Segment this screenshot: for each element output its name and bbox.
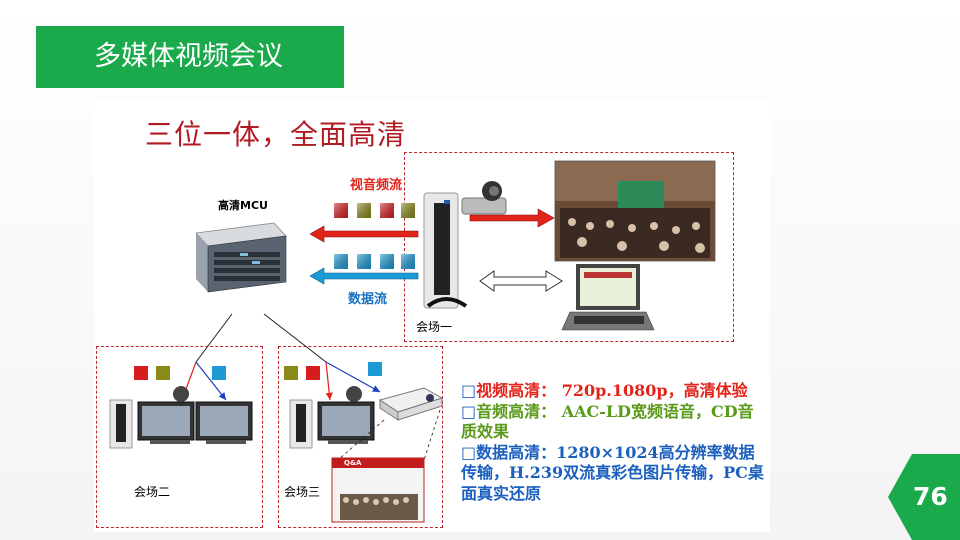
data-flow-label: 数据流 <box>348 288 387 307</box>
feature-audio: □音频高清： AAC-LD宽频语音，CD音质效果 <box>461 402 766 443</box>
mcu-label: 高清MCU <box>218 197 268 213</box>
venue1-camera-icon <box>462 181 506 214</box>
feature-video: □视频高清： 720p.1080p，高清体验 <box>461 381 766 402</box>
qa-sign-text: Q&A <box>344 459 361 467</box>
venue2-label: 会场二 <box>134 483 170 500</box>
venue2-equipment <box>110 362 252 448</box>
venue3-equipment <box>284 362 442 460</box>
av-flow-arrow <box>310 226 418 242</box>
venue1-label: 会场一 <box>416 318 452 335</box>
feature-bullet: □ <box>461 381 476 400</box>
av-flow-label: 视音频流 <box>350 174 402 193</box>
feature-data-text: 数据高清：1280×1024高分辨率数据传输，H.239双流真彩色图片传输，PC… <box>461 443 764 503</box>
feature-list: □视频高清： 720p.1080p，高清体验 □音频高清： AAC-LD宽频语音… <box>461 381 766 504</box>
feature-video-text: 视频高清： 720p.1080p，高清体验 <box>476 381 747 400</box>
feature-audio-text: 音频高清： AAC-LD宽频语音，CD音质效果 <box>461 402 754 442</box>
laptop-icon <box>562 264 654 330</box>
page-number: 76 <box>913 482 948 511</box>
conference-photo <box>555 161 715 261</box>
data-packet-cubes <box>334 254 415 269</box>
venue1-terminal-icon <box>424 193 466 308</box>
feature-bullet: □ <box>461 402 476 421</box>
data-flow-arrow <box>310 268 418 284</box>
feature-data: □数据高清：1280×1024高分辨率数据传输，H.239双流真彩色图片传输，P… <box>461 443 766 505</box>
mcu-link-venue3 <box>264 314 326 362</box>
data-exchange-arrow <box>480 271 562 291</box>
mcu-device-icon <box>196 223 286 292</box>
qa-slide-image <box>332 458 424 522</box>
av-packet-cubes <box>334 203 415 218</box>
venue3-label: 会场三 <box>284 483 320 500</box>
mcu-link-venue2 <box>196 314 232 362</box>
feature-bullet: □ <box>461 443 476 462</box>
